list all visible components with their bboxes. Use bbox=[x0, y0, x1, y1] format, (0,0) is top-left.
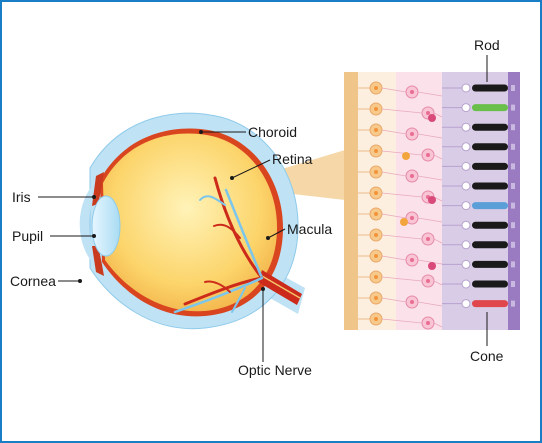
iris-bottom bbox=[92, 246, 104, 276]
label-cornea: Cornea bbox=[10, 273, 56, 289]
vitreous-body bbox=[103, 133, 278, 312]
label-optic-nerve: Optic Nerve bbox=[238, 362, 312, 378]
rod-cell bbox=[472, 143, 508, 151]
rod-cell bbox=[472, 162, 508, 170]
amacrine-cell bbox=[400, 218, 408, 226]
label-retina: Retina bbox=[272, 151, 313, 167]
rod-cell bbox=[472, 260, 508, 268]
rod-cell bbox=[472, 280, 508, 288]
lens bbox=[91, 195, 121, 257]
rod-cell bbox=[472, 221, 508, 229]
amacrine-cell bbox=[402, 152, 410, 160]
rod-cell bbox=[472, 84, 508, 92]
retina-tissue-panel bbox=[344, 72, 520, 330]
leader-lines bbox=[38, 55, 488, 362]
horizontal-cell bbox=[428, 196, 436, 204]
photoreceptor-layer bbox=[442, 83, 515, 309]
cone-cell bbox=[472, 104, 508, 112]
rod-cell bbox=[472, 241, 508, 249]
optic-nerve bbox=[258, 270, 302, 305]
cone-cell bbox=[472, 300, 508, 308]
horizontal-cell bbox=[428, 262, 436, 270]
cone-cell bbox=[472, 202, 508, 210]
label-pupil: Pupil bbox=[12, 228, 43, 244]
horizontal-cell bbox=[428, 114, 436, 122]
optic-nerve-stripe bbox=[261, 275, 301, 299]
label-iris: Iris bbox=[12, 189, 31, 205]
blood-vessels bbox=[173, 176, 264, 314]
rod-cell bbox=[472, 182, 508, 190]
cornea bbox=[79, 178, 100, 270]
rod-cell bbox=[472, 123, 508, 131]
label-cone: Cone bbox=[470, 348, 504, 364]
label-macula: Macula bbox=[287, 221, 332, 237]
cell-layer bbox=[358, 81, 443, 330]
leader-dots bbox=[78, 130, 270, 291]
label-rod: Rod bbox=[474, 37, 500, 53]
label-choroid: Choroid bbox=[248, 124, 297, 140]
